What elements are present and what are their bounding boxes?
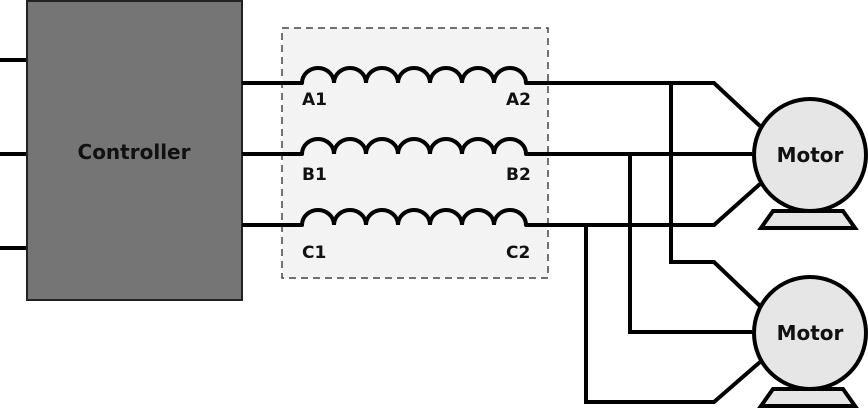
terminal-label-b1: B1 xyxy=(302,165,327,185)
phase-a-branch-to-motor-2 xyxy=(669,83,762,308)
controller-block xyxy=(26,0,243,301)
inductor-coil-a xyxy=(300,66,528,85)
terminal-label-c2: C2 xyxy=(506,243,530,263)
phase-b-branch-to-motor-2 xyxy=(628,154,752,334)
motor-2-base xyxy=(757,387,859,408)
phase-c-output-wire xyxy=(526,182,762,227)
terminal-label-a1: A1 xyxy=(302,90,327,110)
motor-1-base xyxy=(757,209,859,230)
inductor-enclosure xyxy=(281,27,549,279)
motor-1-label: Motor xyxy=(777,143,844,167)
terminal-label-b2: B2 xyxy=(506,165,531,185)
phase-a-output-wire xyxy=(526,81,762,128)
motor-1-body xyxy=(752,97,868,213)
phase-c-branch-to-motor-2 xyxy=(584,225,762,404)
motor-2-body xyxy=(752,275,868,391)
controller-label: Controller xyxy=(78,140,191,164)
terminal-label-a2: A2 xyxy=(506,90,531,110)
inductor-coil-b xyxy=(300,137,528,156)
motor-2-label: Motor xyxy=(777,321,844,345)
terminal-label-c1: C1 xyxy=(302,243,326,263)
inductor-coil-c xyxy=(300,208,528,227)
